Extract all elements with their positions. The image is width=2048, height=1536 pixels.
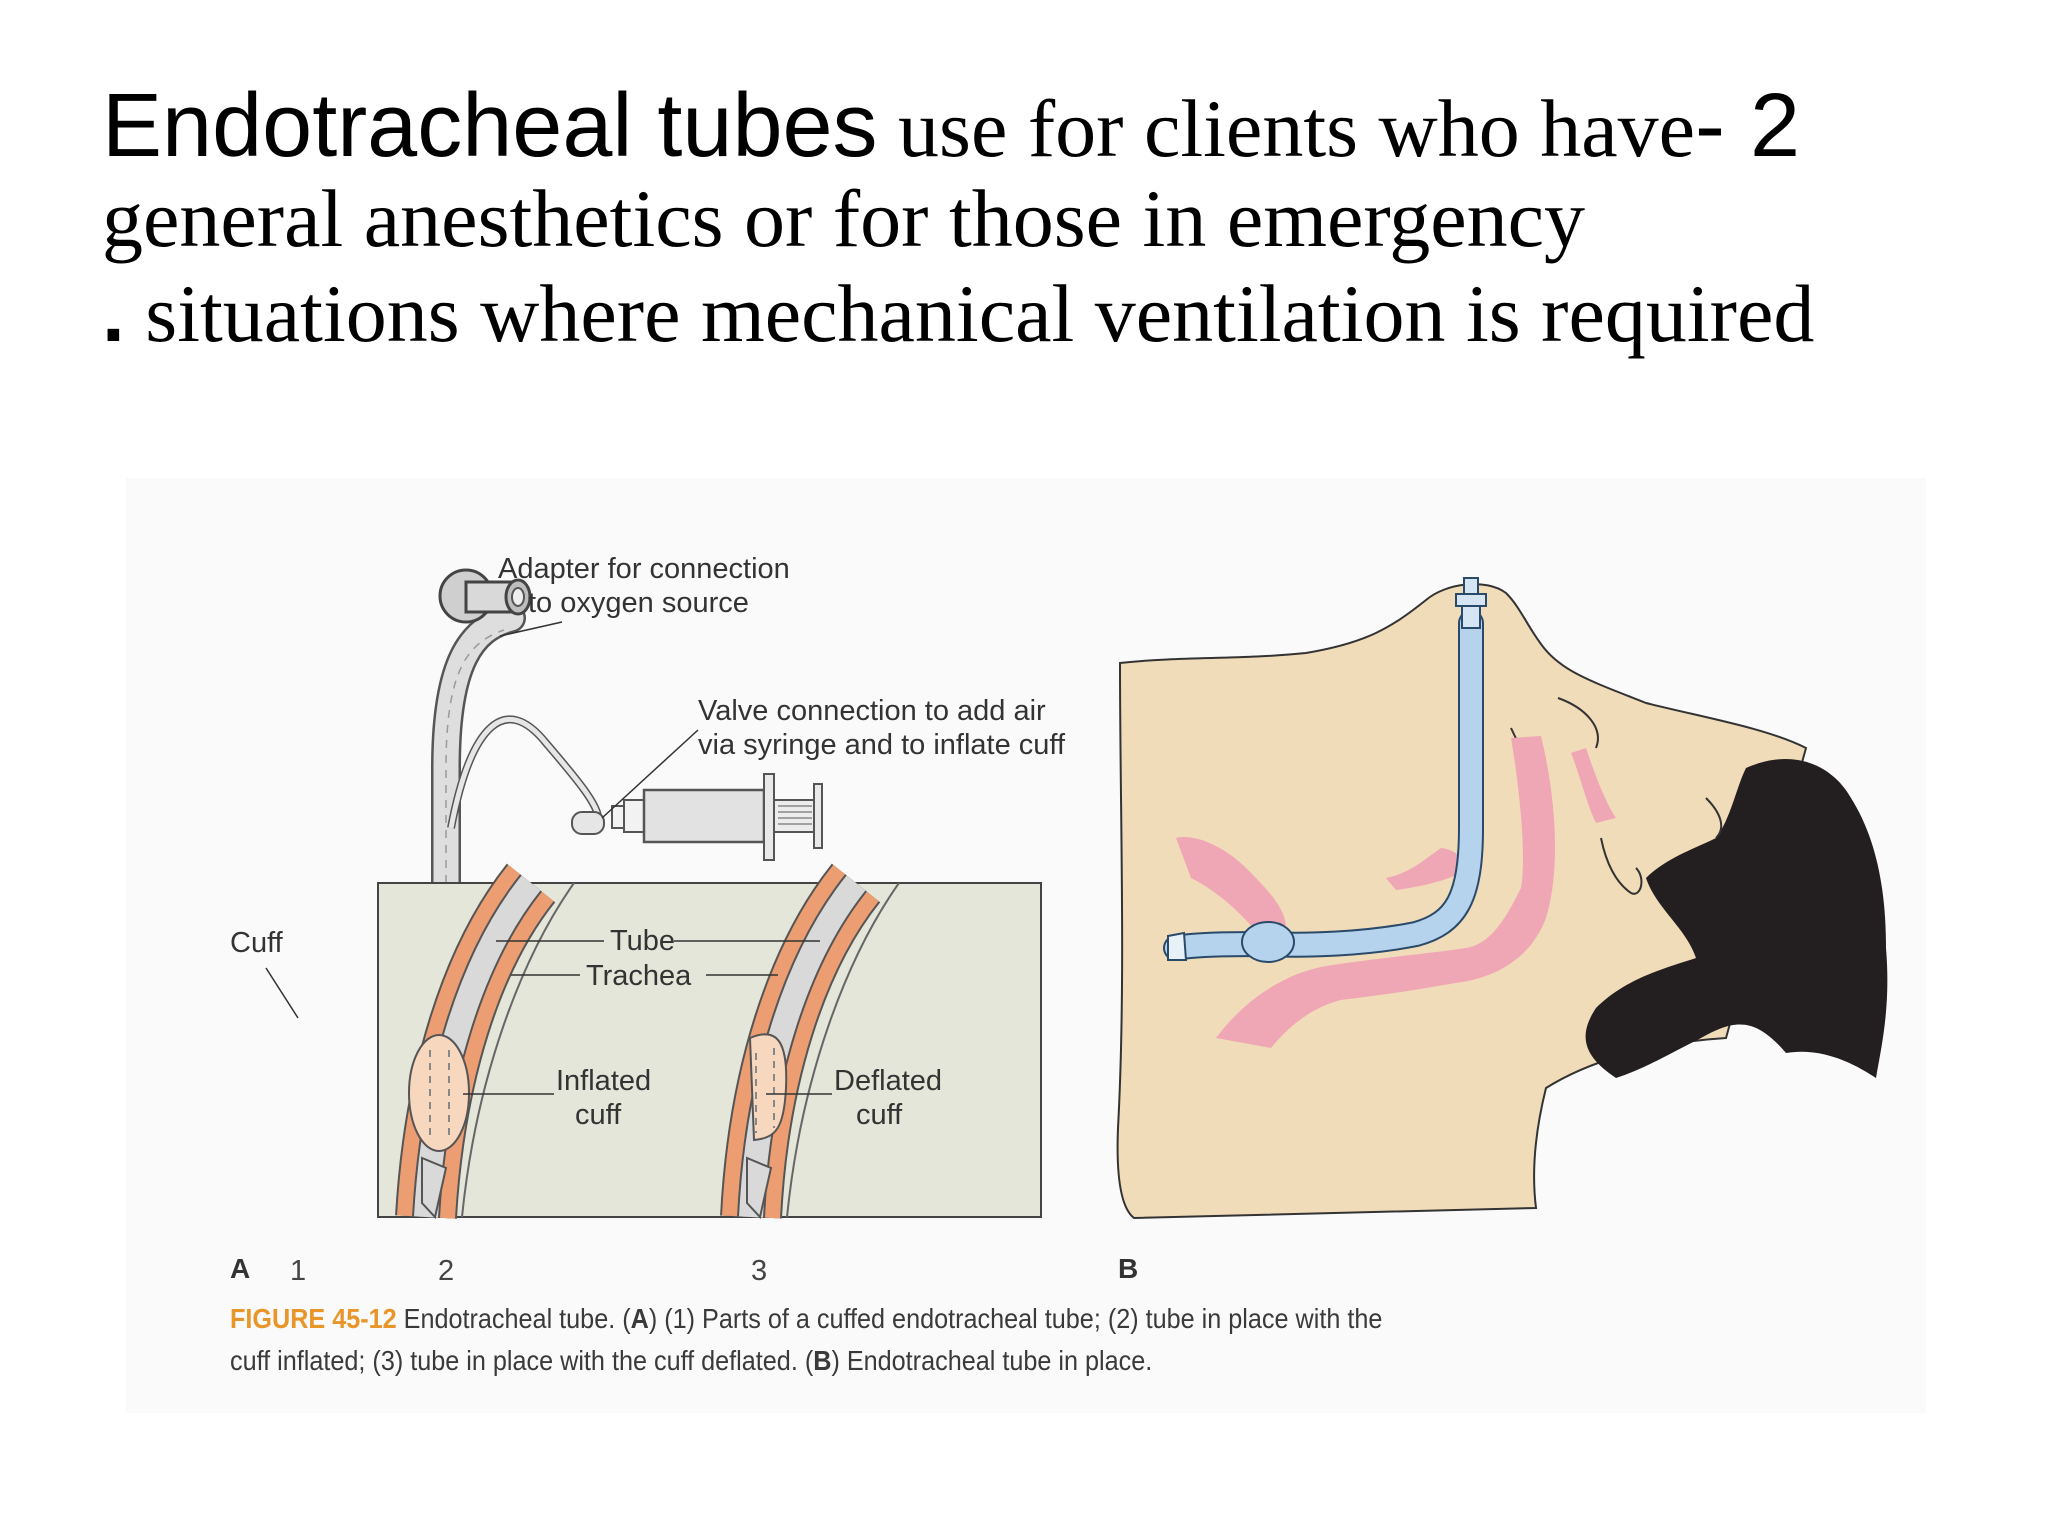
slide-heading: Endotracheal tubes use for clients who h… [102,78,1982,364]
heading-intro: use for clients who have [878,83,1695,174]
figure-caption: FIGURE 45-12 Endotracheal tube. (A) (1) … [230,1298,1400,1382]
caption-bold-b: B [813,1345,831,1376]
adapter-label-line-1: Adapter for connection [498,553,790,585]
head-icon [1118,578,1888,1218]
heading-dot: . [102,268,125,359]
heading-line-1: Endotracheal tubes use for clients who h… [102,78,1982,174]
caption-bold-a: A [631,1303,649,1334]
heading-line-3: . situations where mechanical ventilatio… [102,264,1982,364]
figure-illustration: Adapter for connection to oxygen source … [126,478,1926,1413]
heading-number: - 2 [1695,76,1800,176]
valve-label-line-2: via syringe and to inflate cuff [698,729,1066,761]
adapter-label-line-2: to oxygen source [528,587,749,619]
deflated-cuff-label-line-1: Deflated [834,1065,942,1097]
syringe-icon [612,774,822,860]
caption-text-3: ) Endotracheal tube in place. [831,1345,1152,1376]
panel-number-3: 3 [751,1255,767,1287]
tube-label: Tube [610,925,675,957]
heading-title: Endotracheal tubes [102,76,878,176]
panel-letter-b: B [1118,1253,1138,1284]
inflated-cuff-label-line-2: cuff [575,1099,622,1131]
heading-line-3-text: situations where mechanical ventilation … [125,268,1815,359]
cuff-label: Cuff [230,927,284,959]
caption-text-1: Endotracheal tube. ( [397,1303,631,1334]
figure-number-label: FIGURE 45-12 [230,1303,397,1334]
valve-label-line-1: Valve connection to add air [698,695,1046,727]
trachea-inset [378,883,1041,1217]
figure-panel: Adapter for connection to oxygen source … [126,478,1926,1413]
trachea-label: Trachea [586,960,692,992]
deflated-cuff-label-line-2: cuff [856,1099,903,1131]
panel-number-2: 2 [438,1255,454,1287]
panel-letter-a: A [230,1253,250,1284]
heading-line-2: general anesthetics or for those in emer… [102,174,1982,264]
panel-number-1: 1 [290,1255,306,1287]
inflated-cuff-label-line-1: Inflated [556,1065,651,1097]
